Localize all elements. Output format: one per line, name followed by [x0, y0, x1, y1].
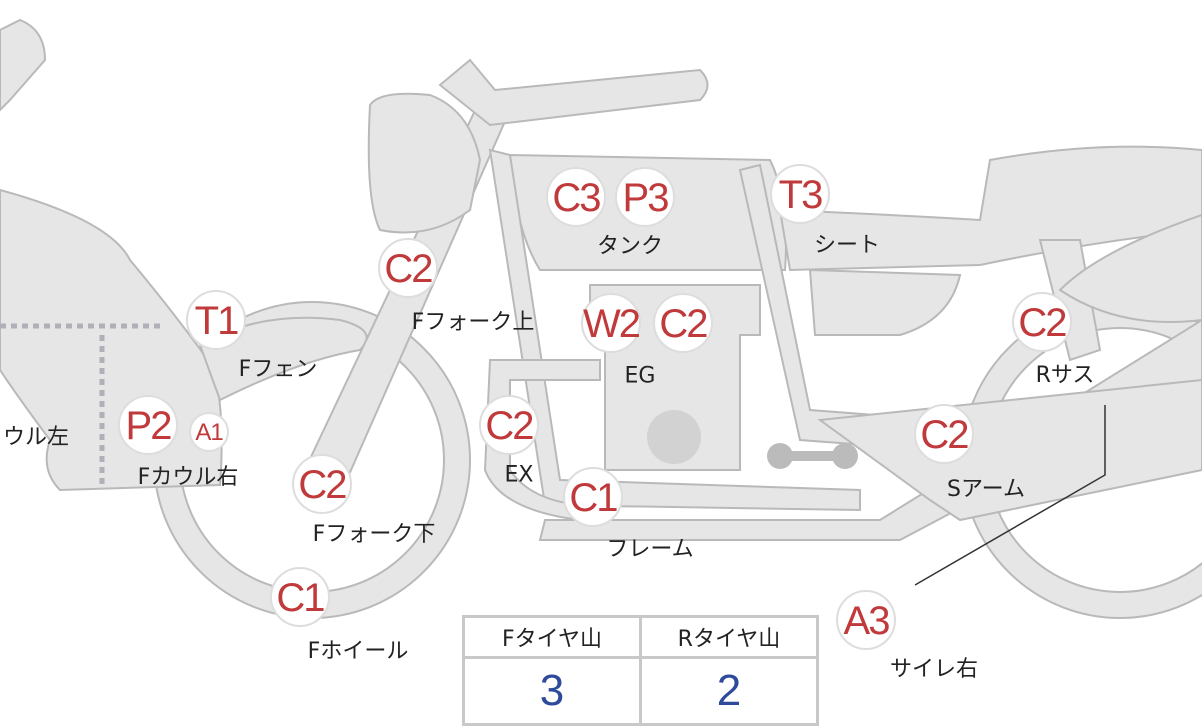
label-eg: EG — [624, 363, 656, 389]
badge-tank-p: P3 — [615, 167, 675, 227]
badge-f-cowl-p: P2 — [118, 395, 178, 455]
label-tank: タンク — [596, 234, 664, 259]
label-f-wheel: Fホイール — [307, 639, 409, 664]
label-s-arm: Sアーム — [947, 477, 1025, 502]
badge-eg-w: W2 — [581, 293, 641, 353]
badge-fork-lower: C2 — [292, 454, 352, 514]
badge-r-sus: C2 — [1012, 292, 1072, 352]
badge-f-fender: T1 — [186, 290, 246, 350]
label-seat: シート — [813, 233, 881, 258]
label-fork-upper: Fフォーク上 — [411, 310, 535, 335]
value-rear-tire: 2 — [639, 656, 819, 726]
header-front-tire: Fタイヤ山 — [462, 615, 642, 659]
badge-frame: C1 — [563, 467, 623, 527]
badge-fork-upper: C2 — [378, 238, 438, 298]
header-rear-tire: Rタイヤ山 — [639, 615, 819, 659]
label-cowl-left: ウル左 — [2, 425, 70, 450]
badge-seat: T3 — [770, 164, 830, 224]
badge-eg-c: C2 — [653, 293, 713, 353]
label-ex: EX — [504, 462, 534, 488]
label-frame: フレーム — [606, 537, 694, 562]
badge-tank-c: C3 — [546, 167, 606, 227]
label-cowl-right: Fカウル右 — [137, 465, 239, 490]
badge-ex: C2 — [479, 395, 539, 455]
badge-s-arm: C2 — [914, 404, 974, 464]
badge-f-cowl-a: A1 — [189, 412, 229, 452]
tire-tread-table: Fタイヤ山 Rタイヤ山 3 2 — [462, 615, 819, 726]
value-front-tire: 3 — [462, 656, 642, 726]
label-f-fender: Fフェン — [238, 357, 318, 382]
badge-muffler: A3 — [836, 590, 896, 650]
label-muffler: サイレ右 — [889, 657, 979, 682]
badge-f-wheel: C1 — [270, 567, 330, 627]
label-fork-lower: Fフォーク下 — [312, 522, 436, 547]
label-r-sus: Rサス — [1035, 363, 1095, 388]
